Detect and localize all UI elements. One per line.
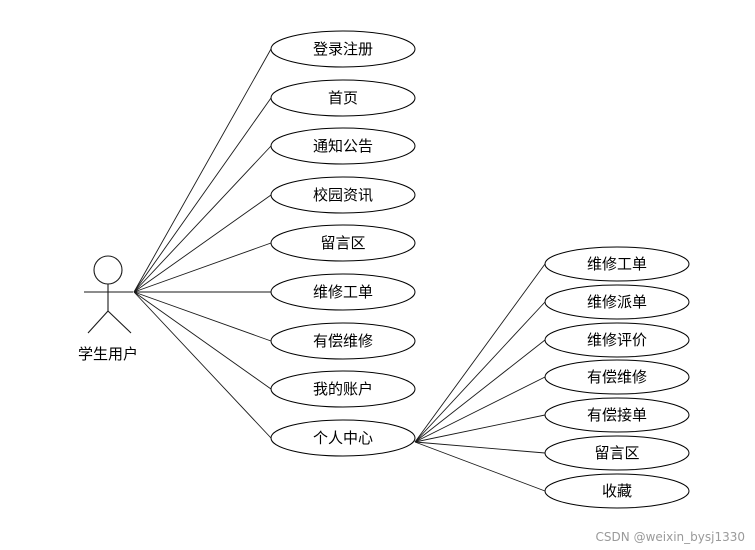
use-case-5-ellipse: [270, 273, 416, 311]
use-case-4-label: 留言区: [320, 234, 365, 252]
personal-center-item-4-ellipse: [544, 397, 690, 433]
use-case-7: 我的账户: [270, 370, 416, 408]
actor-head: [93, 255, 123, 285]
use-case-8-label: 个人中心: [313, 429, 373, 447]
watermark: CSDN @weixin_bysj1330: [595, 530, 745, 544]
use-case-1-ellipse: [270, 79, 416, 117]
actor-right-leg: [107, 310, 132, 334]
use-case-1-label: 首页: [328, 89, 358, 107]
edge-personal-center-to-item-4: [414, 414, 546, 443]
use-case-6-ellipse: [270, 322, 416, 360]
personal-center-item-2: 维修评价: [544, 322, 690, 358]
edge-actor-to-case-3: [133, 194, 272, 293]
edge-personal-center-to-item-6: [414, 441, 546, 492]
use-case-8-ellipse: [270, 419, 416, 457]
personal-center-item-1-label: 维修派单: [587, 293, 647, 311]
personal-center-item-4-label: 有偿接单: [587, 406, 647, 424]
personal-center-item-5: 留言区: [544, 435, 690, 471]
use-case-2-label: 通知公告: [313, 137, 373, 155]
personal-center-item-3-label: 有偿维修: [587, 368, 647, 386]
use-case-3-ellipse: [270, 176, 416, 214]
personal-center-item-6-label: 收藏: [602, 482, 632, 500]
personal-center-item-5-ellipse: [544, 435, 690, 471]
use-case-5-label: 维修工单: [313, 283, 373, 301]
use-case-3-label: 校园资讯: [313, 186, 373, 204]
personal-center-item-3-ellipse: [544, 359, 690, 395]
use-case-2: 通知公告: [270, 127, 416, 165]
personal-center-item-4: 有偿接单: [544, 397, 690, 433]
edge-personal-center-to-item-0: [414, 263, 546, 443]
actor-student-user: 学生用户: [78, 255, 138, 363]
personal-center-item-1-ellipse: [544, 284, 690, 320]
edge-personal-center-to-item-1: [414, 301, 546, 443]
use-case-3: 校园资讯: [270, 176, 416, 214]
personal-center-item-3: 有偿维修: [544, 359, 690, 395]
use-case-2-ellipse: [270, 127, 416, 165]
use-case-4: 留言区: [270, 224, 416, 262]
use-case-0-ellipse: [270, 30, 416, 68]
use-case-4-ellipse: [270, 224, 416, 262]
personal-center-item-1: 维修派单: [544, 284, 690, 320]
edge-actor-to-case-0: [133, 48, 272, 293]
edge-actor-to-case-1: [133, 97, 272, 293]
edge-actor-to-case-6: [133, 291, 272, 342]
use-case-7-label: 我的账户: [313, 380, 373, 398]
use-case-1: 首页: [270, 79, 416, 117]
personal-center-item-2-ellipse: [544, 322, 690, 358]
edge-personal-center-to-item-3: [414, 376, 546, 443]
personal-center-item-5-label: 留言区: [594, 444, 639, 462]
actor-left-leg: [87, 310, 109, 334]
use-case-0-label: 登录注册: [313, 40, 373, 58]
edge-actor-to-case-7: [133, 291, 272, 390]
edge-actor-to-case-8: [133, 291, 272, 439]
use-case-6-label: 有偿维修: [313, 332, 373, 350]
personal-center-item-6-ellipse: [544, 473, 690, 509]
use-case-7-ellipse: [270, 370, 416, 408]
edge-personal-center-to-item-2: [414, 339, 546, 443]
use-case-5: 维修工单: [270, 273, 416, 311]
edge-actor-to-case-2: [133, 145, 272, 293]
personal-center-item-0-label: 维修工单: [587, 255, 647, 273]
edge-personal-center-to-item-5: [414, 441, 546, 454]
personal-center-item-6: 收藏: [544, 473, 690, 509]
personal-center-item-0: 维修工单: [544, 246, 690, 282]
personal-center-item-2-label: 维修评价: [587, 331, 647, 349]
actor-label: 学生用户: [78, 345, 138, 363]
personal-center-item-0-ellipse: [544, 246, 690, 282]
edge-actor-to-case-4: [133, 242, 272, 293]
use-case-8: 个人中心: [270, 419, 416, 457]
use-case-0: 登录注册: [270, 30, 416, 68]
edges: [133, 48, 546, 492]
use-case-6: 有偿维修: [270, 322, 416, 360]
